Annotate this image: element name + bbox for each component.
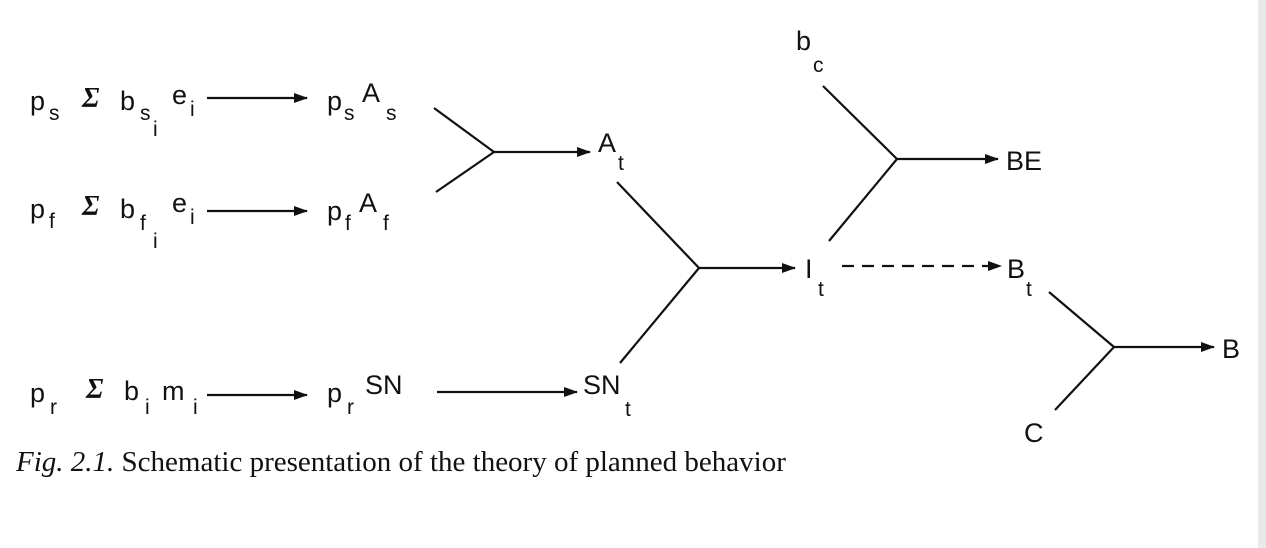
node-BE: BE (1006, 146, 1042, 176)
row2-p: p (30, 194, 45, 224)
row3-p-sub: r (50, 396, 57, 419)
node-SNt-sub: t (625, 398, 631, 421)
row1-out-p: p (327, 86, 342, 116)
page-edge-shading (1258, 0, 1266, 548)
figure-label: Fig. 2.1. (16, 446, 115, 478)
row3-sigma: Σ (85, 374, 104, 405)
row3-b-sub: i (145, 396, 150, 419)
row1-e-sub: i (190, 98, 195, 121)
node-Bt-sub: t (1026, 278, 1032, 301)
node-Bt-main: B (1007, 254, 1025, 284)
row2-b-sub: f (140, 212, 146, 235)
branch-from-C (1054, 346, 1115, 411)
row3-out-p-sub: r (347, 396, 354, 419)
branch-from-SNt (619, 267, 700, 364)
row2-e-sub: i (190, 206, 195, 229)
row2-out-A-sub: f (383, 212, 389, 235)
row1-e: e (172, 80, 187, 110)
row1-out-A-sub: s (386, 102, 397, 125)
figure-caption: Fig. 2.1. Schematic presentation of the … (16, 446, 786, 479)
figure-caption-text: Schematic presentation of the theory of … (114, 446, 786, 478)
branch-from-bc (822, 85, 898, 160)
row1-b-subsub: i (153, 118, 158, 141)
row3-m: m (162, 376, 185, 406)
node-bc-main: b (796, 26, 811, 56)
row-attitude-inputs: p s Σ b s i e i p s A s (30, 78, 397, 141)
branch-lower-attitude (435, 151, 495, 193)
node-It-main: I (805, 254, 813, 284)
row2-out-p: p (327, 196, 342, 226)
node-B: B (1222, 334, 1240, 364)
node-At-main: A (598, 128, 616, 158)
row3-m-sub: i (193, 396, 198, 419)
row-normative-inputs: p r Σ b i m i p r SN (30, 370, 403, 419)
branch-upper-attitude (433, 107, 495, 153)
row-facilitation-inputs: p f Σ b f i e i p f A f (30, 188, 389, 253)
node-C: C (1024, 418, 1044, 448)
node-SNt-main: SN (583, 370, 621, 400)
row3-p: p (30, 378, 45, 408)
row2-out-A: A (359, 188, 377, 218)
branch-from-At (616, 181, 700, 269)
row3-out-SN: SN (365, 370, 403, 400)
row1-out-p-sub: s (344, 102, 355, 125)
branch-from-Bt (1048, 291, 1115, 348)
row1-p: p (30, 86, 45, 116)
row1-p-sub: s (49, 102, 60, 125)
branch-from-It-up (828, 158, 898, 242)
row1-out-A: A (362, 78, 380, 108)
row2-p-sub: f (49, 210, 55, 233)
row1-b: b (120, 86, 135, 116)
row2-b-subsub: i (153, 230, 158, 253)
row2-out-p-sub: f (345, 212, 351, 235)
row3-out-p: p (327, 378, 342, 408)
node-It-sub: t (818, 278, 824, 301)
row2-b: b (120, 194, 135, 224)
node-bc-sub: c (813, 54, 824, 77)
row3-b: b (124, 376, 139, 406)
node-At-sub: t (618, 152, 624, 175)
row2-e: e (172, 188, 187, 218)
row1-sigma: Σ (81, 83, 100, 114)
row1-b-sub: s (140, 102, 151, 125)
row2-sigma: Σ (81, 191, 100, 222)
